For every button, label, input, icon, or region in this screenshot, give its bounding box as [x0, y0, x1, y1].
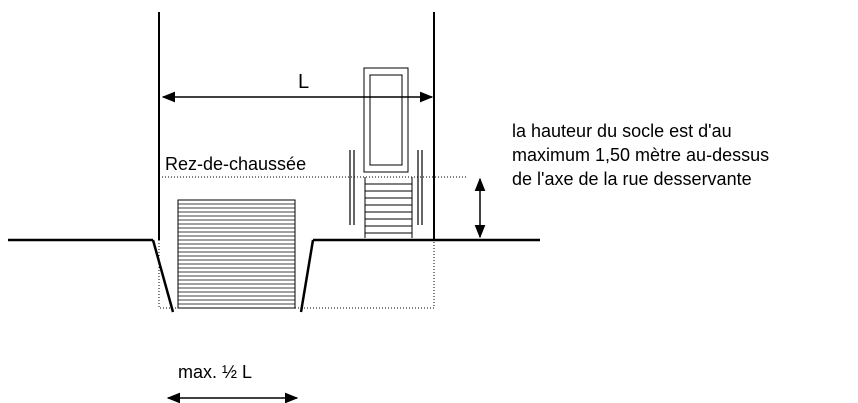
ground-floor-label: Rez-de-chaussée: [165, 154, 306, 174]
width-label: L: [298, 71, 309, 93]
door-panel: [369, 74, 403, 166]
note-line: la hauteur du socle est d'au: [512, 121, 732, 141]
max-half-label: max. ½ L: [178, 362, 252, 382]
stairs: [364, 177, 413, 238]
ramp-wall-right: [299, 239, 315, 313]
door-frame: [363, 67, 409, 173]
note-line: de l'axe de la rue desservante: [512, 169, 752, 189]
note-line: maximum 1,50 mètre au-dessus: [512, 145, 770, 165]
garage-door: [177, 199, 296, 309]
basement-outline: [158, 240, 435, 309]
plinth-height-note: la hauteur du socle est d'au maximum 1,5…: [512, 119, 852, 191]
ramp-wall-left: [151, 239, 175, 313]
